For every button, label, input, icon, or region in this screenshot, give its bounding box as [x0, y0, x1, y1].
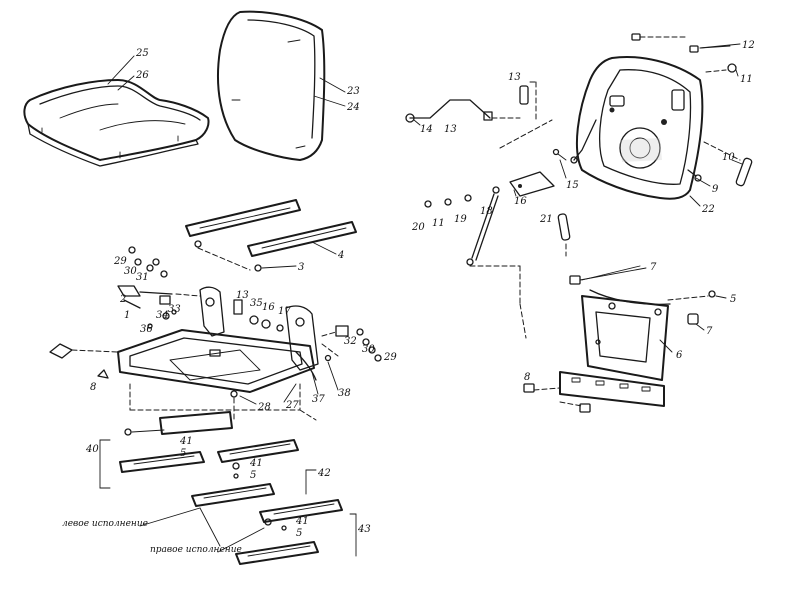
callout-32: 32	[344, 336, 357, 347]
callout-43: 43	[357, 524, 371, 535]
callout-8: 8	[90, 382, 96, 393]
callout-5: 5	[730, 294, 736, 305]
pivot-hardware-left	[117, 246, 201, 329]
callout-42: 42	[317, 468, 331, 479]
seat-pan-frame	[49, 199, 357, 421]
mounting-bracket	[523, 265, 716, 413]
callout-14: 14	[420, 124, 433, 135]
seat-back-cushion	[217, 10, 326, 161]
callout-11: 11	[432, 218, 445, 229]
callout-5: 5	[250, 470, 256, 481]
callout-16: 16	[514, 196, 527, 207]
callout-19: 19	[454, 214, 467, 225]
callout-5: 5	[180, 448, 186, 459]
callout-23: 23	[346, 86, 360, 97]
callout-7: 7	[650, 262, 657, 273]
callout-31: 31	[136, 272, 149, 283]
callout-34: 34	[156, 310, 169, 321]
callout-41: 41	[295, 516, 309, 527]
seat-back-frame	[570, 56, 704, 200]
callout-24: 24	[346, 102, 360, 113]
callout-36: 36	[140, 324, 153, 335]
leader-lines	[107, 43, 743, 405]
callout-37: 37	[312, 394, 325, 405]
callout-33: 33	[168, 304, 181, 315]
callout-11: 11	[740, 74, 753, 85]
callout-labels: 25 26 23 24 12 13 11 14 13 9 10 15 16 22…	[85, 40, 755, 539]
caption-left-variant: левое исполнение	[62, 519, 148, 529]
callout-13: 13	[508, 72, 521, 83]
caption-right-variant: правое исполнение	[150, 545, 242, 555]
callout-18: 18	[480, 206, 493, 217]
callout-17: 17	[278, 306, 291, 317]
callout-2: 2	[119, 294, 126, 305]
callout-13: 13	[236, 290, 249, 301]
callout-28: 28	[257, 402, 271, 413]
callout-20: 20	[411, 222, 425, 233]
callout-7: 7	[706, 326, 713, 337]
pivot-hardware-right	[233, 299, 382, 362]
callout-10: 10	[722, 152, 735, 163]
callout-15: 15	[566, 180, 579, 191]
callout-38: 38	[338, 388, 351, 399]
callout-16: 16	[262, 302, 275, 313]
callout-27: 27	[285, 400, 299, 411]
callout-1: 1	[124, 310, 130, 321]
slide-rails	[99, 383, 357, 565]
callout-29: 29	[113, 256, 127, 267]
callout-4: 4	[337, 250, 344, 261]
callout-5: 5	[296, 528, 302, 539]
seat-cushion	[23, 79, 210, 167]
callout-8: 8	[524, 372, 530, 383]
callout-30: 30	[362, 344, 375, 355]
callout-21: 21	[539, 214, 553, 225]
callout-26: 26	[135, 70, 149, 81]
callout-25: 25	[135, 48, 149, 59]
callout-9: 9	[712, 184, 719, 195]
callout-30: 30	[124, 266, 137, 277]
callout-35: 35	[250, 298, 263, 309]
callout-12: 12	[742, 40, 755, 51]
callout-3: 3	[298, 262, 304, 273]
callout-13: 13	[444, 124, 457, 135]
back-frame-hardware	[405, 33, 753, 339]
variant-captions: левое исполнение правое исполнение	[62, 519, 242, 555]
callout-22: 22	[701, 204, 715, 215]
callout-41: 41	[179, 436, 193, 447]
callout-29: 29	[383, 352, 397, 363]
callout-40: 40	[85, 444, 99, 455]
callout-41: 41	[249, 458, 263, 469]
callout-6: 6	[676, 350, 683, 361]
